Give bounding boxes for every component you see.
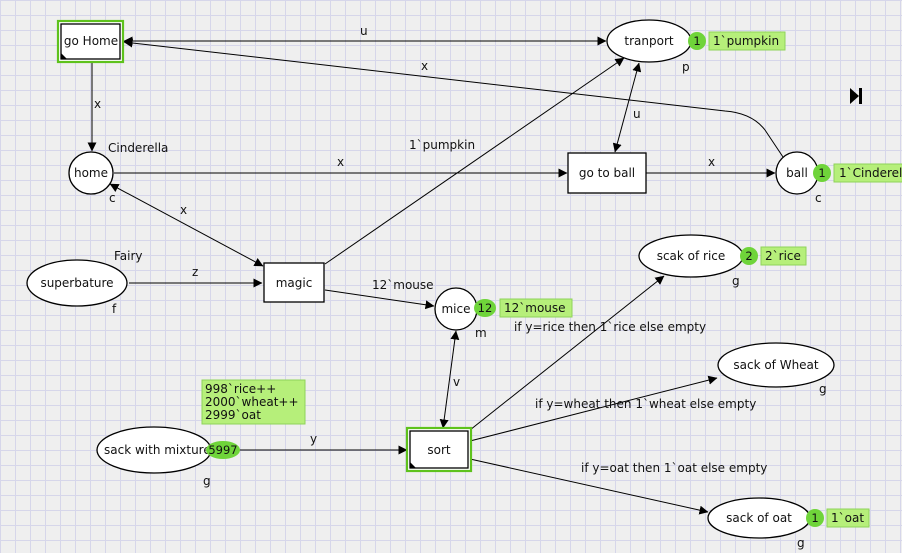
place-type: c <box>815 191 822 205</box>
transition-label: magic <box>276 276 313 290</box>
place-label: tranport <box>624 34 673 48</box>
inscription-x-gotoball-ball[interactable]: x <box>708 155 715 169</box>
place-type: g <box>797 536 805 550</box>
place-label: mice <box>441 302 470 316</box>
token-count: 12 <box>478 301 493 315</box>
place-type: g <box>732 274 740 288</box>
marking-box <box>833 163 902 183</box>
marking-box <box>499 298 573 318</box>
transition-magic[interactable]: magic <box>263 262 325 303</box>
transition-go-to-ball[interactable]: go to ball <box>567 152 647 194</box>
place-type: g <box>203 474 211 488</box>
place-type: g <box>819 382 827 396</box>
token-count: 1 <box>693 34 700 48</box>
place-label: ball <box>786 166 808 180</box>
marking-box <box>760 246 807 266</box>
place-mice[interactable]: mice m 12 12`mouse <box>434 287 573 340</box>
place-label: sack with mixture <box>104 443 211 457</box>
place-type: f <box>112 302 117 316</box>
arc-sort-rice[interactable] <box>469 275 665 431</box>
arc-magic-tranport[interactable] <box>324 57 625 265</box>
transition-label: sort <box>427 443 451 457</box>
marking-box <box>708 31 786 51</box>
place-type: m <box>475 326 487 340</box>
arcs <box>87 36 784 515</box>
arc-mice-sort[interactable] <box>439 330 460 429</box>
inscription-x-ball-gohome[interactable]: x <box>421 59 428 73</box>
place-type: c <box>109 191 116 205</box>
inscription-x-home-magic[interactable]: x <box>180 203 187 217</box>
arc-sort-oat[interactable] <box>469 458 709 515</box>
token-count: 2 <box>745 249 752 263</box>
token-count: 1 <box>818 166 825 180</box>
marking-box <box>826 508 870 528</box>
marking-text: 1`pumpkin <box>713 34 779 48</box>
place-label: sack of Wheat <box>733 358 819 372</box>
place-home[interactable]: home Cinderella c <box>68 141 168 205</box>
inscription-if-oat[interactable]: if y=oat then 1`oat else empty <box>581 461 767 475</box>
token-count-badge[interactable] <box>688 32 706 50</box>
marking-line-1: 998`rice++ <box>205 382 276 396</box>
place-label: superbature <box>40 276 113 290</box>
inscription-u-tranport[interactable]: u <box>633 107 641 121</box>
marking-text: 1`Cinderella <box>839 166 902 180</box>
inscription-x-gohome-home[interactable]: x <box>94 97 101 111</box>
place-sack-of-oat[interactable]: sack of oat g 1 1`oat <box>707 497 870 550</box>
transition-label: go Home <box>64 34 118 48</box>
token-count-badge[interactable] <box>813 164 831 182</box>
inscription-if-wheat[interactable]: if y=wheat then 1`wheat else empty <box>535 397 756 411</box>
transition-label: go to ball <box>579 166 635 180</box>
inscription-z[interactable]: z <box>192 265 198 279</box>
inscription-pumpkin[interactable]: 1`pumpkin <box>409 138 475 152</box>
arc-ball-gohome[interactable] <box>123 38 784 158</box>
transition-sort[interactable]: sort <box>405 426 473 473</box>
inscription-v[interactable]: v <box>453 375 460 389</box>
inscription-mouse[interactable]: 12`mouse <box>372 278 434 292</box>
place-tranport[interactable]: tranport p 1 1`pumpkin <box>606 19 786 74</box>
arc-magic-mice[interactable] <box>324 289 435 310</box>
token-count: 1 <box>811 511 818 525</box>
place-label: sack of oat <box>726 511 792 525</box>
place-annotation: Cinderella <box>108 141 168 155</box>
arc-inscriptions: u x x u x x 1`pumpkin x z 12`mouse v y i… <box>94 24 767 475</box>
step-forward-icon[interactable] <box>850 88 862 104</box>
token-count: 5997 <box>208 443 237 457</box>
marking-text: 12`mouse <box>504 301 566 315</box>
place-superbature[interactable]: superbature Fairy f <box>26 249 143 316</box>
arc-home-magic[interactable] <box>109 183 264 267</box>
marking-box <box>201 379 306 425</box>
token-count-badge[interactable] <box>206 441 240 459</box>
place-label: scak of rice <box>657 249 726 263</box>
inscription-y[interactable]: y <box>310 432 317 446</box>
transition-go-home[interactable]: go Home <box>56 19 125 64</box>
marking-line-2: 2000`wheat++ <box>205 395 299 409</box>
marking-text: 1`oat <box>831 511 864 525</box>
place-type: p <box>682 60 690 74</box>
arc-tranport-gotoball[interactable] <box>612 62 642 153</box>
inscription-if-rice[interactable]: if y=rice then 1`rice else empty <box>514 320 706 334</box>
place-label: home <box>74 166 108 180</box>
token-count-badge[interactable] <box>474 299 496 317</box>
token-count-badge[interactable] <box>806 509 824 527</box>
marking-line-3: 2999`oat <box>205 408 261 422</box>
place-sack-of-wheat[interactable]: sack of Wheat g <box>717 342 835 396</box>
place-sack-with-mixture[interactable]: sack with mixture g 5997 998`rice++ 2000… <box>96 379 306 488</box>
arc-sort-wheat[interactable] <box>469 375 718 442</box>
marking-text: 2`rice <box>765 249 801 263</box>
token-count-badge[interactable] <box>740 247 758 265</box>
place-ball[interactable]: ball c 1 1`Cinderella <box>775 151 902 205</box>
inscription-u-top[interactable]: u <box>360 24 368 38</box>
place-scak-of-rice[interactable]: scak of rice g 2 2`rice <box>638 234 807 288</box>
place-annotation: Fairy <box>114 249 143 263</box>
inscription-x-home-gotoball[interactable]: x <box>337 155 344 169</box>
